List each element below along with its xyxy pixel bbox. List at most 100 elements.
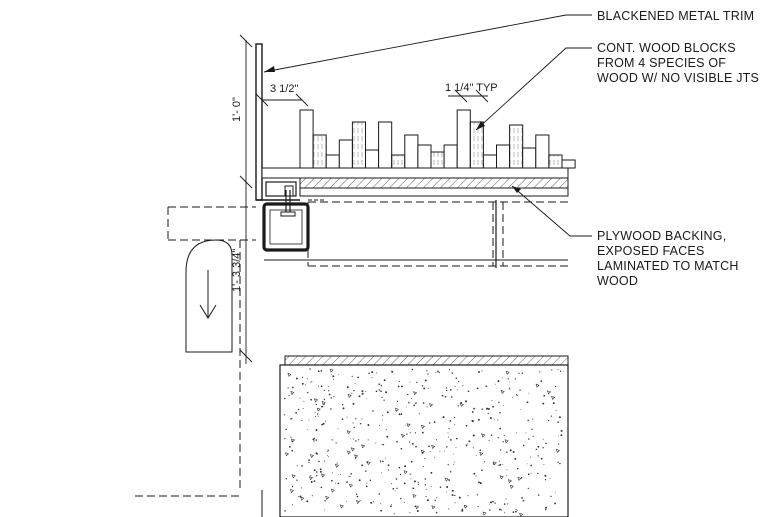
stipple-dot — [485, 385, 487, 387]
note-plywood-line-3: LAMINATED TO MATCH — [597, 259, 739, 273]
stipple-dot — [291, 417, 293, 419]
stipple-dot — [291, 449, 294, 452]
stipple-dot — [303, 400, 305, 402]
stipple-dot — [458, 380, 460, 383]
stipple-dot — [290, 418, 292, 420]
stipple-dot — [550, 495, 552, 498]
stipple-dot — [287, 372, 292, 377]
stipple-dot — [414, 432, 417, 434]
stipple-dot — [467, 495, 469, 497]
stipple-dot — [499, 460, 501, 462]
stipple-dot — [492, 463, 495, 465]
stipple-dot — [528, 438, 530, 440]
stipple-dot — [382, 415, 384, 416]
stipple-dot — [505, 498, 507, 500]
stipple-dot — [391, 504, 392, 505]
wood-block — [312, 134, 327, 169]
stipple-dot — [380, 390, 382, 393]
stipple-dot — [551, 369, 553, 371]
wood-block — [535, 134, 550, 169]
stipple-dot — [554, 385, 557, 388]
stipple-dot — [292, 386, 294, 389]
stipple-dot — [454, 424, 456, 426]
stipple-dot — [378, 424, 381, 426]
stipple-dot — [392, 487, 395, 490]
stipple-dot — [319, 468, 322, 471]
stipple-dot — [448, 436, 449, 438]
stipple-dot — [481, 370, 483, 372]
stipple-dot — [456, 437, 458, 440]
stipple-dot — [460, 401, 462, 404]
stipple-dot — [396, 487, 398, 490]
stipple-dot — [319, 470, 322, 473]
stipple-dot — [358, 479, 361, 482]
stipple-dot — [431, 505, 436, 510]
stipple-dot — [380, 502, 382, 504]
stipple-dot — [358, 439, 360, 441]
stipple-dot — [330, 397, 332, 399]
stipple-dot — [335, 463, 340, 468]
stipple-dot — [451, 494, 454, 497]
stipple-dot — [435, 372, 437, 374]
stipple-dot — [472, 447, 474, 449]
stipple-dot — [557, 461, 559, 463]
stipple-dot — [301, 420, 303, 422]
stipple-dot — [311, 495, 313, 497]
stipple-dot — [328, 393, 331, 396]
stipple-dot — [481, 433, 486, 438]
stipple-dot — [321, 405, 323, 408]
stipple-dot — [324, 500, 326, 502]
stipple-dot — [356, 495, 359, 498]
stipple-dot — [535, 448, 538, 451]
annotation-plywood: PLYWOOD BACKING, EXPOSED FACES LAMINATED… — [597, 229, 739, 288]
stipple-dot — [367, 439, 369, 441]
stipple-dot — [352, 438, 354, 440]
stipple-dot — [465, 444, 468, 447]
stipple-dot — [428, 445, 430, 448]
stipple-dot — [379, 461, 382, 463]
stipple-dot — [549, 478, 551, 480]
stipple-dot — [544, 474, 547, 477]
stipple-dot — [446, 491, 448, 493]
stipple-dot — [404, 465, 407, 468]
stipple-dot — [506, 451, 508, 453]
stipple-dot — [302, 407, 304, 410]
stipple-dot — [499, 427, 502, 430]
stipple-dot — [378, 493, 380, 495]
stipple-dot — [554, 502, 557, 505]
stipple-dot — [463, 504, 468, 509]
stipple-dot — [359, 422, 362, 425]
stipple-dot — [532, 435, 534, 438]
stipple-dot — [434, 457, 436, 459]
dimension-lines — [239, 34, 489, 364]
stipple-dot — [399, 473, 402, 476]
stipple-dot — [398, 466, 401, 469]
stipple-dot — [309, 368, 311, 370]
stipple-dot — [333, 396, 335, 398]
stipple-dot — [431, 444, 436, 449]
stipple-dot — [475, 475, 477, 477]
stipple-dot — [500, 509, 502, 511]
stipple-dot — [387, 469, 390, 471]
stipple-dot — [415, 402, 417, 403]
wood-block — [496, 144, 511, 169]
stipple-dot — [497, 380, 500, 383]
stipple-dot — [410, 398, 412, 399]
wood-block — [378, 121, 393, 169]
stipple-dot — [560, 434, 563, 437]
stipple-dot — [284, 510, 286, 512]
stipple-dot — [558, 416, 561, 419]
stipple-dot — [427, 373, 429, 375]
stipple-dot — [315, 439, 318, 441]
stipple-dot — [522, 444, 525, 447]
stipple-dot — [309, 476, 314, 481]
stipple-dot — [517, 476, 522, 481]
stipple-dot — [394, 407, 400, 412]
metal-trim — [255, 43, 300, 201]
stipple-dot — [527, 487, 529, 490]
stipple-dot — [519, 512, 524, 517]
stipple-dot — [403, 470, 408, 475]
dim-lower-drop: 1'- 3 3/4" — [231, 249, 243, 292]
stipple-dot — [490, 434, 493, 436]
stipple-dot — [454, 502, 456, 504]
